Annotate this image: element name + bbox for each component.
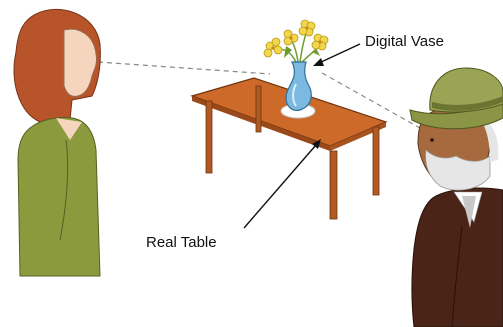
table-leg [206, 101, 212, 173]
man-with-hat-figure [410, 68, 503, 327]
real-table-pointer [244, 145, 316, 228]
digital-vase [286, 62, 311, 110]
table-leg [256, 86, 261, 132]
man-coat [412, 188, 503, 327]
table-leg [373, 127, 379, 195]
digital-vase-label: Digital Vase [365, 33, 444, 50]
flowers [264, 20, 328, 62]
table-leg [330, 151, 337, 219]
digital-vase-arrowhead [313, 58, 324, 66]
woman-sightline [98, 62, 270, 74]
woman-figure [14, 9, 100, 276]
real-table-label: Real Table [146, 234, 217, 251]
